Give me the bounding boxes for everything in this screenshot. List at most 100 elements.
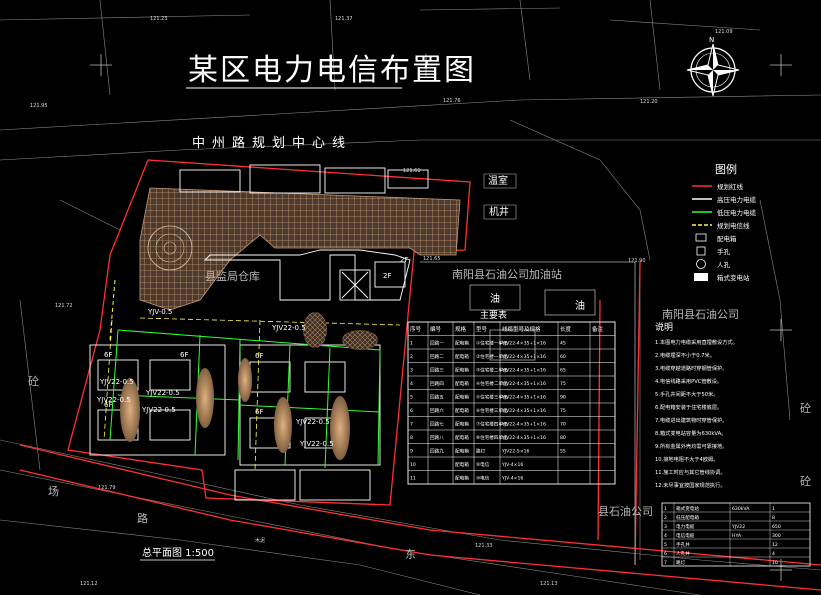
main-table-cell: 90 [560, 395, 566, 401]
svg-text:6F: 6F [255, 352, 263, 360]
main-table-cell: 55 [560, 449, 566, 455]
svg-text:YJV22-0.5: YJV22-0.5 [299, 440, 334, 448]
svg-text:YJV22-0.5: YJV22-0.5 [145, 389, 180, 397]
materials-table-cell: 低压配电箱 [676, 514, 699, 521]
svg-text:121.72: 121.72 [55, 303, 73, 309]
main-table-cell: 回路七 [430, 421, 444, 428]
materials-table-cell: 1 [772, 506, 775, 512]
main-table-cell: YJV22-4×35+1×16 [501, 381, 546, 387]
main-table-cell: 配电箱 [455, 367, 469, 374]
main-table-cell: YJV-4×16 [501, 462, 523, 468]
svg-text:121.12: 121.12 [80, 581, 98, 587]
compass-icon: N [686, 36, 740, 97]
materials-table-cell: 2 [664, 515, 667, 521]
main-table-cell: 回路八 [430, 434, 444, 441]
red-planning-line [19, 159, 821, 591]
main-table-cell: 回路六 [430, 407, 444, 414]
notes-line: 7.电缆进出建筑物时穿管保护。 [655, 416, 727, 424]
legend-item-label: 手孔 [717, 247, 731, 256]
legend-box-swatch [695, 233, 707, 242]
main-table-cell: ④住宅楼二单元 [476, 380, 508, 387]
main-table-cell: 配电箱 [455, 380, 469, 387]
main-table-cell: 配电箱 [455, 353, 469, 360]
main-table-cell: YJV22-4×35+1×16 [501, 341, 546, 347]
svg-text:121.76: 121.76 [443, 98, 461, 104]
main-table-cell: 3 [410, 368, 413, 374]
legend-item-label: 低压电力电缆 [717, 208, 757, 217]
legend-item-label: 配电箱 [717, 234, 737, 243]
oil-company-right-label: 南阳县石油公司 [662, 307, 739, 321]
svg-text:121.20: 121.20 [640, 99, 658, 105]
warehouse-box [483, 173, 517, 189]
main-table-cell: 配电箱 [455, 434, 469, 441]
main-table-cell: 配电箱 [455, 394, 469, 401]
svg-text:YJV22-0.5: YJV22-0.5 [96, 396, 131, 404]
materials-table-cell: 手孔井 [676, 541, 690, 548]
drawing-title: 某区电力电信布置图 [188, 53, 476, 88]
bottom-road-label-1: 场 [48, 484, 59, 498]
materials-table-cell: HYA [732, 533, 742, 539]
svg-text:YJV22-0.5: YJV22-0.5 [99, 378, 134, 386]
svg-text:121.33: 121.33 [475, 543, 493, 549]
manhole-box [483, 204, 517, 220]
materials-table-cell: 4 [772, 551, 775, 557]
main-table-header: 备注 [592, 325, 604, 333]
main-table-cell: 回路四 [430, 380, 444, 387]
main-table-header: 型号 [476, 325, 488, 333]
main-table-cell: 8 [410, 435, 413, 441]
svg-text:121.95: 121.95 [30, 103, 48, 109]
svg-text:YJV-0.5: YJV-0.5 [147, 308, 172, 316]
left-edge-label: 砼 [28, 375, 39, 388]
materials-table-cell: 电力电缆 [676, 523, 695, 530]
main-table-cell: 配电箱 [455, 461, 469, 468]
compass-north-label: N [709, 36, 714, 44]
materials-table-cell: 7 [664, 560, 667, 566]
notes-title: 说明 [655, 321, 673, 333]
landscape-trees [120, 312, 378, 460]
main-table-cell: 4 [410, 381, 413, 387]
main-table-cell: YJV-4×16 [501, 476, 523, 482]
svg-text:121.65: 121.65 [423, 256, 441, 262]
main-table-cell: 配电箱 [455, 421, 469, 428]
main-table-cell: YJV22-5×16 [501, 449, 530, 455]
cable-labels: YJV-0.5 YJV22-0.5 YJV22-0.5 YJV22-0.5 YJ… [96, 308, 334, 448]
main-table-cell: 45 [560, 341, 566, 347]
main-table-cell: 配电箱 [455, 340, 469, 347]
main-table-cell: 65 [560, 368, 566, 374]
svg-text:YJV22-0.5: YJV22-0.5 [295, 418, 330, 426]
garage-label: 县监局仓库 [205, 269, 260, 283]
materials-table-cell: 6 [664, 551, 667, 557]
main-table-cell: 7 [410, 422, 413, 428]
bottom-road-label-3: 东 [405, 548, 416, 561]
main-table-cell: YJV22-4×35+1×16 [501, 368, 546, 374]
materials-table-cell: 10 [772, 560, 778, 566]
materials-table-cell: 650 [772, 524, 781, 530]
main-table-cell: 回路二 [430, 353, 444, 360]
svg-text:YJV22-0.5: YJV22-0.5 [141, 406, 176, 414]
floor-label-2f-a: 2F [383, 272, 391, 280]
main-table-cell: ⑦住宅楼四单元 [476, 421, 508, 428]
materials-table-cell: 箱式变电站 [676, 505, 699, 512]
notes-line: 12.未尽事宜按国家规范执行。 [655, 481, 726, 489]
notes-line: 11.施工时应与其它管线协调。 [655, 468, 726, 476]
floor-label-2f-b: 2F [400, 256, 408, 264]
notes-line: 4.电信线路采用PVC管敷设。 [655, 377, 722, 385]
materials-table-cell: 8 [772, 515, 775, 521]
materials-table-cell: YJV22 [731, 524, 745, 530]
main-table-header: 规格 [455, 325, 467, 333]
main-table-cell: YJV22-4×35+1×16 [501, 422, 546, 428]
main-table-cell: ⑧住宅楼四单元 [476, 434, 508, 441]
svg-text:YJV22-0.5: YJV22-0.5 [271, 324, 306, 332]
materials-table-cell: 12 [772, 542, 778, 548]
oil-label-2: 油 [575, 299, 585, 312]
main-table-header: 编号 [430, 325, 442, 333]
svg-text:121.61: 121.61 [403, 168, 421, 174]
materials-table-cell: 1 [664, 506, 667, 512]
bottom-road-label-2: 路 [137, 512, 148, 525]
svg-text:121.90: 121.90 [628, 258, 646, 264]
main-table-cell: 回路一 [430, 340, 444, 347]
manhole-label: 机井 [489, 205, 509, 218]
legend-title: 图例 [715, 162, 737, 176]
